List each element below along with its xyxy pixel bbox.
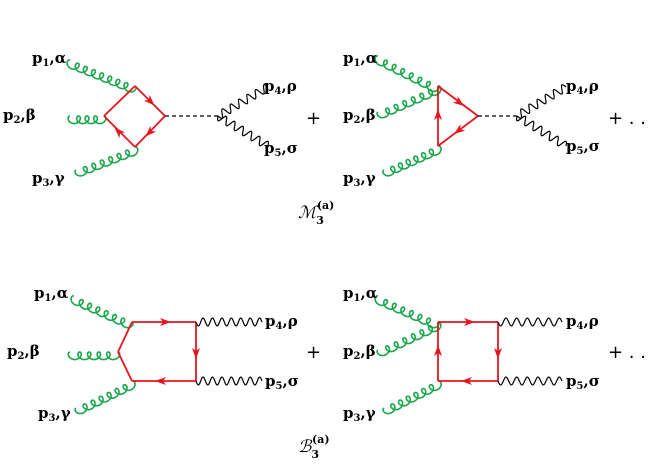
gluon-line-p2 [67,351,121,361]
label-p2: p2,β [7,342,40,362]
photon-line-p5 [195,376,263,386]
diagram-b-2: p1,α p2,β p3,γ p4,ρ p5,σ [343,284,600,424]
label-p1: p1,α [343,284,378,304]
plus-sign-bottom: + [306,342,321,363]
label-p4: p4,ρ [265,312,298,332]
plus-sign-top: + [306,108,321,129]
gluon-line-p3 [382,145,442,177]
fermion-arrow [192,348,200,359]
fermion-arrow [160,318,171,326]
plus-ellipsis-bottom: + . . [608,342,646,363]
label-p5: p5,σ [566,137,600,157]
gluon-line-p1 [374,295,440,329]
label-p5: p5,σ [566,372,600,392]
gluon-line-p2 [376,321,442,357]
caption-b3a: ℬ3(a) [298,433,330,461]
fermion-arrow [454,124,466,135]
gluon-line-p3 [382,380,442,415]
fermion-arrow [434,345,442,356]
label-p2: p2,β [3,106,36,126]
plus-ellipsis-top: + . . [608,108,646,129]
label-p4: p4,ρ [566,312,599,332]
gluon-line-p3 [74,380,136,415]
fermion-triangle-loop [434,85,479,147]
label-p4: p4,ρ [566,77,599,97]
label-p4: p4,ρ [264,77,297,97]
diagram-b-1: p1,α p2,β p3,γ p4,ρ p5,σ [7,284,299,424]
fermion-box-loop [103,85,166,148]
gluon-line-p1 [374,55,440,93]
fermion-arrow [114,127,126,139]
label-p1: p1,α [34,284,69,304]
label-p3: p3,γ [32,169,65,189]
gluon-line-p2 [376,85,442,119]
gluon-line-p2 [67,115,107,125]
label-p5: p5,σ [265,372,299,392]
label-p3: p3,γ [38,404,71,424]
fermion-arrow [434,109,442,120]
label-p5: p5,σ [264,139,298,159]
fermion-arrow [464,318,475,326]
label-p2: p2,β [343,342,376,362]
label-p3: p3,γ [343,169,376,189]
label-p1: p1,α [32,49,67,69]
label-p1: p1,α [343,49,378,69]
fermion-arrow [143,94,155,106]
fermion-box-loop [434,318,502,385]
label-p2: p2,β [343,106,376,126]
fermion-arrow [155,377,166,385]
photon-line-p5 [497,376,563,386]
fermion-arrow [452,96,464,107]
photon-line-p5 [216,115,270,147]
fermion-arrow [461,377,472,385]
diagram-m-2: p1,α p2,β p3,γ p4,ρ p5,σ [343,49,600,189]
photon-line-p4 [497,317,563,327]
photon-line-p5 [515,115,568,147]
gluon-line-p1 [70,295,134,329]
caption-m3a: ℳ3(a) [298,199,334,227]
gluon-line-p1 [66,59,137,93]
fermion-pentagon-loop [117,318,200,385]
photon-line-p4 [195,317,263,327]
gluon-line-p3 [74,146,139,177]
photon-line-p4 [516,84,567,119]
fermion-arrow [145,125,157,137]
label-p3: p3,γ [343,404,376,424]
diagram-m-1: p1,α p2,β p3,γ p4,ρ p5,σ [3,49,298,189]
photon-line-p4 [217,84,269,119]
fermion-arrow [494,348,502,359]
